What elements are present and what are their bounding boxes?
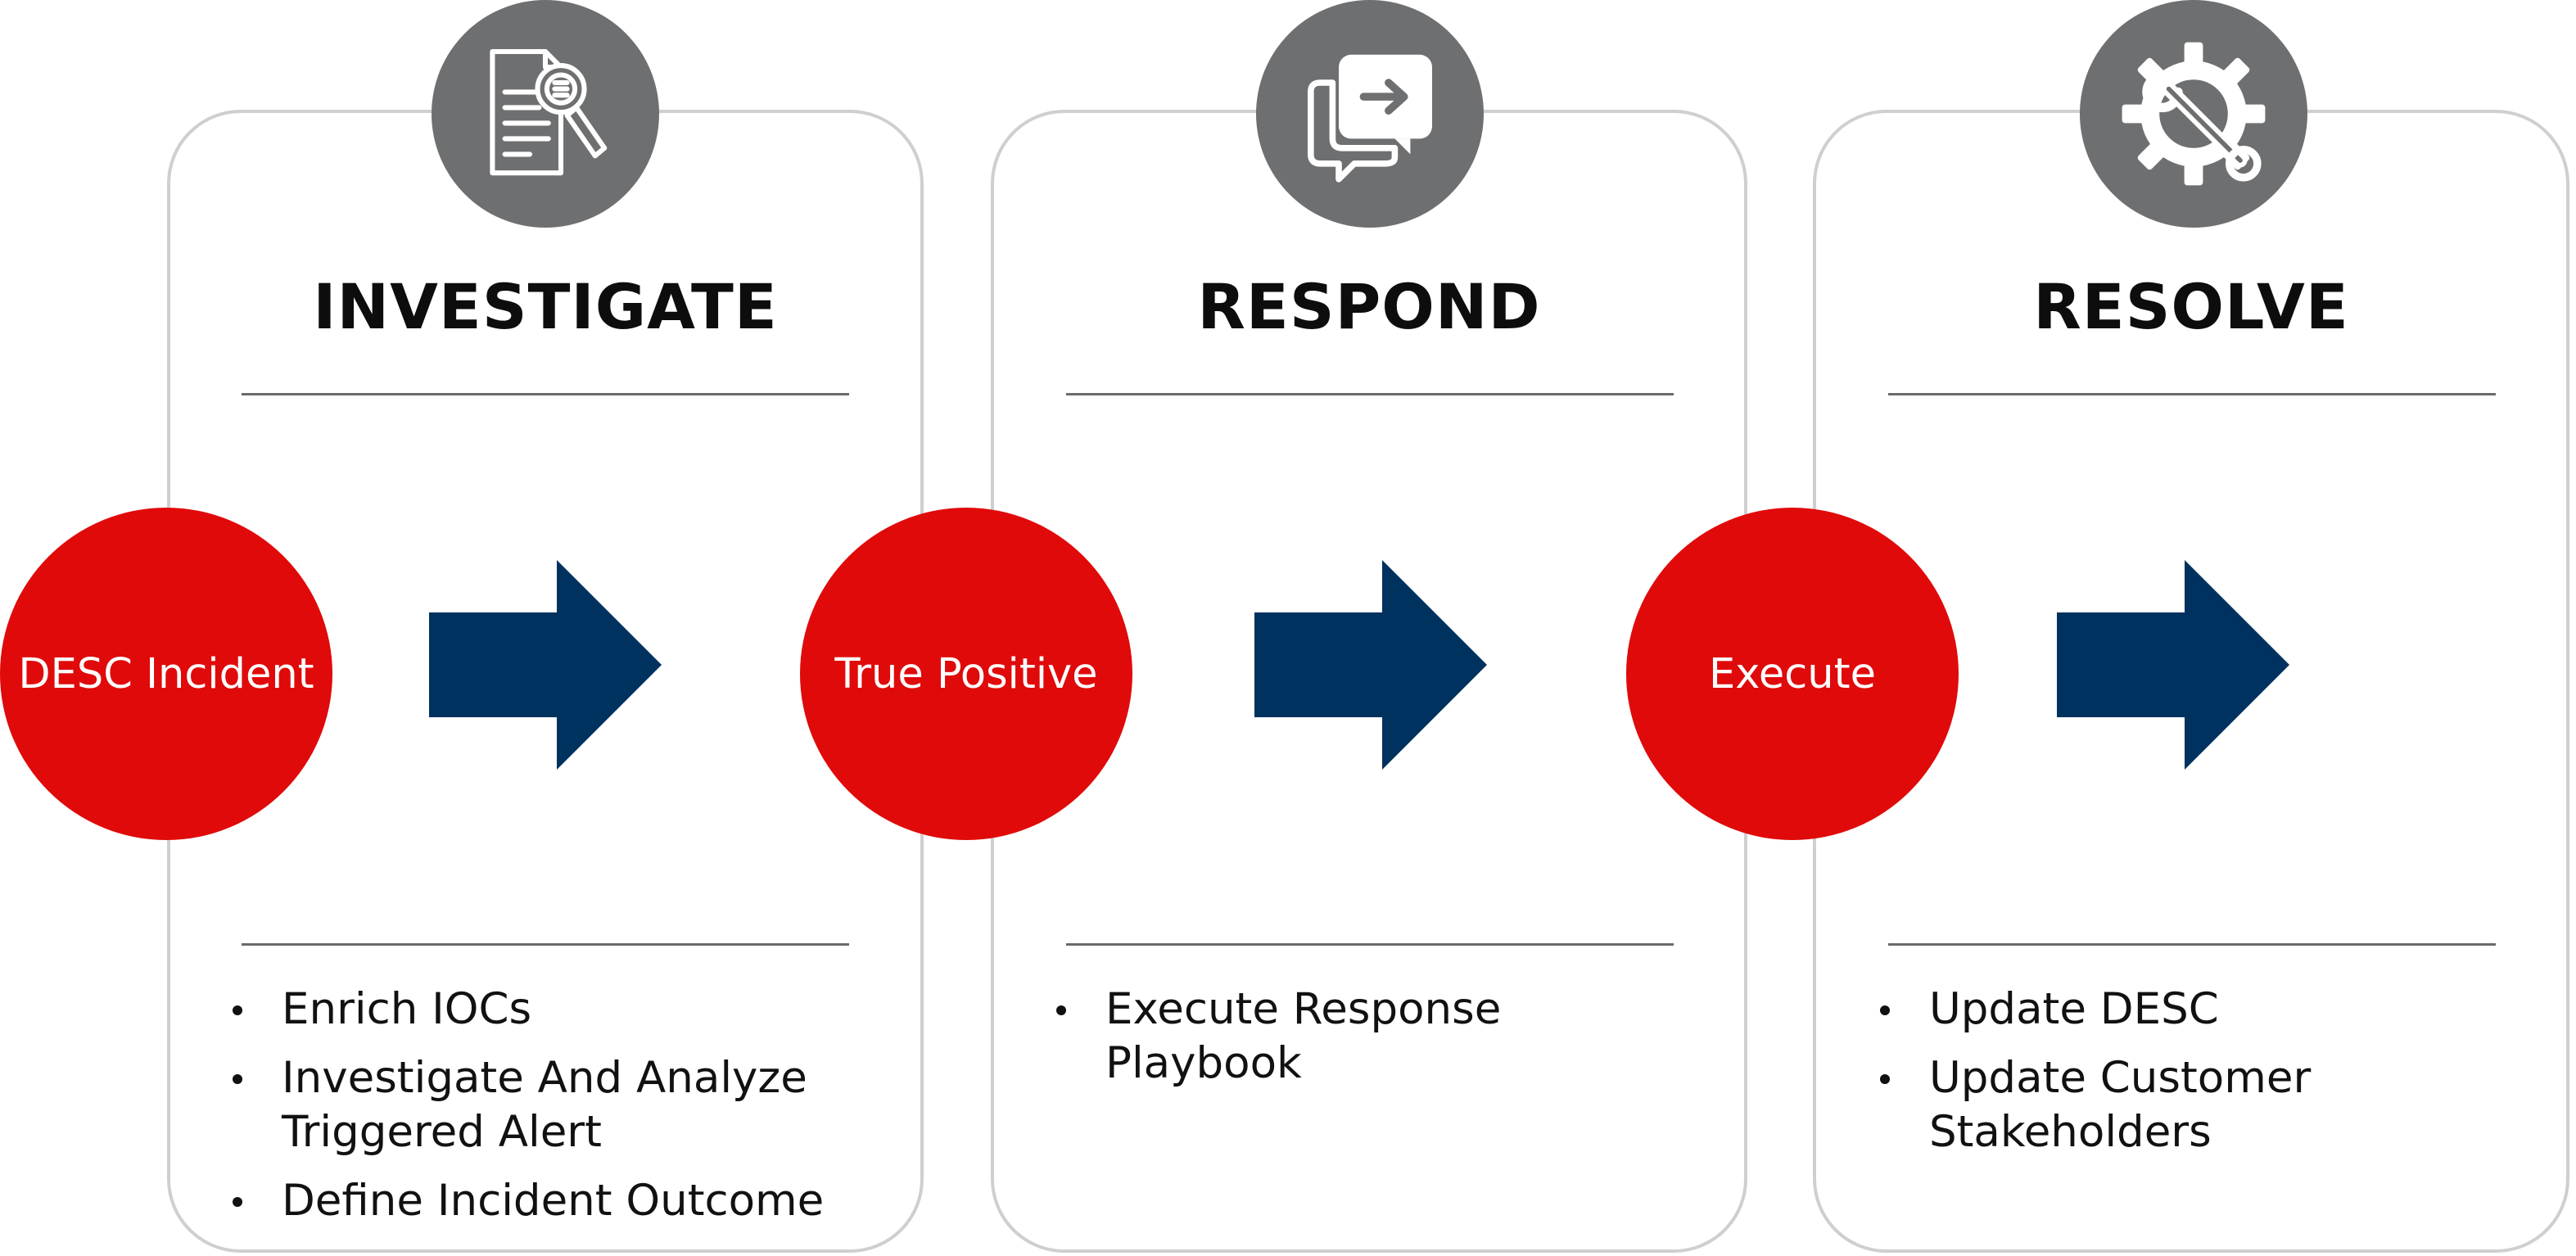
step-label: DESC Incident — [18, 649, 314, 698]
step-circle-execute: Execute — [1626, 508, 1959, 840]
list-item: Define Incident Outcome — [229, 1174, 852, 1228]
list-item: Investigate And Analyze Triggered Alert — [229, 1051, 852, 1159]
respond-bullet-list: Execute Response Playbook — [1053, 983, 1675, 1105]
stage-title-respond: RESPOND — [1197, 270, 1541, 343]
right-arrow-icon — [429, 560, 662, 770]
step-circle-desc-incident: DESC Incident — [0, 508, 332, 840]
chat-bubbles-arrow-icon — [1256, 0, 1484, 228]
title-divider — [1888, 393, 2496, 395]
document-search-icon — [432, 0, 659, 228]
list-item: Execute Response Playbook — [1053, 983, 1675, 1091]
investigate-bullet-list: Enrich IOCs Investigate And Analyze Trig… — [229, 983, 852, 1243]
step-label: Execute — [1709, 649, 1876, 698]
right-arrow-icon — [2057, 560, 2289, 770]
title-divider — [242, 393, 849, 395]
title-divider — [1066, 393, 1674, 395]
bullets-divider — [242, 943, 849, 946]
stage-title-investigate: INVESTIGATE — [313, 270, 778, 343]
right-arrow-icon — [1254, 560, 1487, 770]
list-item: Update DESC — [1877, 983, 2499, 1037]
step-circle-true-positive: True Positive — [800, 508, 1132, 840]
step-label: True Positive — [834, 649, 1098, 698]
list-item: Update Customer Stakeholders — [1877, 1051, 2499, 1159]
bullets-divider — [1888, 943, 2496, 946]
stage-title-resolve: RESOLVE — [2033, 270, 2349, 343]
resolve-bullet-list: Update DESC Update Customer Stakeholders — [1877, 983, 2499, 1174]
gear-wrench-icon — [2080, 0, 2307, 228]
list-item: Enrich IOCs — [229, 983, 852, 1037]
bullets-divider — [1066, 943, 1674, 946]
